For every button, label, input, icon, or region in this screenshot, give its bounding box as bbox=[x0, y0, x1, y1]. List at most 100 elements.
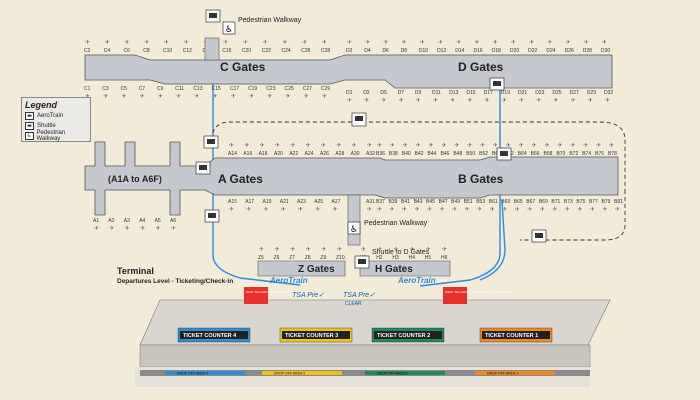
plane-icon: ✈ bbox=[402, 39, 407, 46]
plane-icon: ✈ bbox=[602, 206, 607, 213]
gate-label: B39 bbox=[389, 199, 398, 205]
gate-label: C23 bbox=[266, 86, 275, 92]
plane-icon: ✈ bbox=[390, 142, 395, 149]
gate-label: D10 bbox=[419, 48, 428, 54]
plane-icon: ✈ bbox=[85, 93, 90, 100]
gate-label: D12 bbox=[437, 48, 446, 54]
plane-icon: ✈ bbox=[105, 39, 110, 46]
plane-icon: ✈ bbox=[477, 206, 482, 213]
legend-item-pedestrian: ♿ Pedestrian Walkway bbox=[25, 130, 87, 142]
plane-icon: ✈ bbox=[511, 39, 516, 46]
legend-shuttle-label: Shuttle bbox=[37, 123, 56, 129]
plane-icon: ✈ bbox=[267, 93, 272, 100]
plane-icon: ✈ bbox=[557, 142, 562, 149]
gate-label: B60 bbox=[492, 151, 501, 157]
plane-icon: ✈ bbox=[298, 206, 303, 213]
plane-icon: ✈ bbox=[125, 225, 130, 232]
drop-off-area bbox=[262, 371, 342, 375]
plane-icon: ✈ bbox=[426, 246, 431, 253]
plane-icon: ✈ bbox=[171, 225, 176, 232]
gate-label: H2 bbox=[376, 255, 383, 261]
plane-icon: ✈ bbox=[565, 206, 570, 213]
gate-label: Z10 bbox=[336, 255, 345, 261]
shuttle-icon: ▬ bbox=[25, 122, 34, 130]
gate-label: A17 bbox=[245, 199, 254, 205]
plane-icon: ✈ bbox=[109, 225, 114, 232]
plane-icon: ✈ bbox=[164, 39, 169, 46]
plane-icon: ✈ bbox=[502, 206, 507, 213]
gate-label: C11 bbox=[175, 86, 184, 92]
gates-c-bottom: ✈C1✈C3✈C5✈C7✈C9✈C11✈C13✈C15✈C17✈C19✈C23✈… bbox=[84, 86, 330, 100]
gate-label: D19 bbox=[501, 90, 510, 96]
plane-icon: ✈ bbox=[337, 246, 342, 253]
plane-icon: ✈ bbox=[605, 97, 610, 104]
plane-icon: ✈ bbox=[306, 246, 311, 253]
gate-label: C6 bbox=[124, 48, 131, 54]
plane-icon: ✈ bbox=[321, 246, 326, 253]
plane-icon: ✈ bbox=[85, 39, 90, 46]
drop-off-label: DROP OFF AREA 1 bbox=[487, 372, 518, 376]
gate-label: Z7 bbox=[289, 255, 295, 261]
plane-icon: ✈ bbox=[336, 142, 341, 149]
gate-label: D18 bbox=[492, 48, 501, 54]
gate-label: B41 bbox=[401, 199, 410, 205]
legend: Legend ▬ AeroTrain ▬ Shuttle ♿ Pedestria… bbox=[21, 97, 91, 142]
ticket-counter-label: TICKET COUNTER 3 bbox=[285, 333, 338, 339]
plane-icon: ✈ bbox=[302, 39, 307, 46]
plane-icon: ✈ bbox=[194, 93, 199, 100]
plane-icon: ✈ bbox=[281, 206, 286, 213]
plane-icon: ✈ bbox=[381, 97, 386, 104]
shuttle-route bbox=[211, 121, 626, 241]
plane-icon: ✈ bbox=[229, 142, 234, 149]
plane-icon: ✈ bbox=[322, 39, 327, 46]
plane-icon: ✈ bbox=[275, 142, 280, 149]
legend-item-shuttle: ▬ Shuttle bbox=[25, 121, 87, 131]
plane-icon: ✈ bbox=[94, 225, 99, 232]
gate-label: B74 bbox=[582, 151, 591, 157]
gate-label: A32 bbox=[366, 151, 375, 157]
gate-label: D26 bbox=[565, 48, 574, 54]
legend-item-aerotrain: ▬ AeroTrain bbox=[25, 111, 87, 121]
plane-icon: ✈ bbox=[493, 142, 498, 149]
plane-icon: ✈ bbox=[306, 142, 311, 149]
plane-icon: ✈ bbox=[527, 206, 532, 213]
drop-off-area bbox=[365, 371, 445, 375]
ticket-counter-label: TICKET COUNTER 4 bbox=[183, 333, 237, 339]
plane-icon: ✈ bbox=[249, 93, 254, 100]
gate-label: D8 bbox=[401, 48, 408, 54]
gate-label: B77 bbox=[589, 199, 598, 205]
gate-label: B48 bbox=[453, 151, 462, 157]
concourse-c-label: C Gates bbox=[220, 60, 266, 74]
transit-icons: ♿ bbox=[195, 9, 547, 269]
gate-label: C20 bbox=[242, 48, 251, 54]
plane-icon: ✈ bbox=[454, 142, 459, 149]
gate-label: C2 bbox=[84, 48, 91, 54]
svg-text:♿: ♿ bbox=[350, 225, 358, 235]
gate-label: C4 bbox=[104, 48, 111, 54]
plane-icon: ✈ bbox=[566, 39, 571, 46]
plane-icon: ✈ bbox=[615, 206, 620, 213]
gate-label: C22 bbox=[262, 48, 271, 54]
gate-label: B53 bbox=[476, 199, 485, 205]
gates-z: ✈Z5✈Z6✈Z7✈Z8✈Z9✈Z10 bbox=[258, 246, 345, 261]
plane-icon: ✈ bbox=[383, 39, 388, 46]
plane-icon: ✈ bbox=[125, 39, 130, 46]
plane-icon: ✈ bbox=[263, 39, 268, 46]
plane-icon: ✈ bbox=[536, 97, 541, 104]
gate-label: D17 bbox=[484, 90, 493, 96]
gate-label: D4 bbox=[364, 48, 371, 54]
plane-icon: ✈ bbox=[286, 93, 291, 100]
plane-icon: ✈ bbox=[259, 246, 264, 253]
plane-icon: ✈ bbox=[493, 39, 498, 46]
plane-icon: ✈ bbox=[440, 206, 445, 213]
gate-label: D1 bbox=[346, 90, 353, 96]
west-security-label: WEST SECURITY CHECKPOINT TO ALL GATES bbox=[445, 290, 512, 294]
plane-icon: ✈ bbox=[609, 142, 614, 149]
gates-a-top: ✈A14✈A16✈A18✈A20✈A22✈A24✈A26✈A28✈A30✈A32 bbox=[228, 142, 375, 157]
gate-label: A3 bbox=[124, 218, 130, 224]
gate-label: B75 bbox=[576, 199, 585, 205]
plane-icon: ✈ bbox=[438, 39, 443, 46]
plane-icon: ✈ bbox=[571, 97, 576, 104]
gate-label: C26 bbox=[301, 48, 310, 54]
aerotrain-icon: ▬ bbox=[25, 112, 34, 120]
